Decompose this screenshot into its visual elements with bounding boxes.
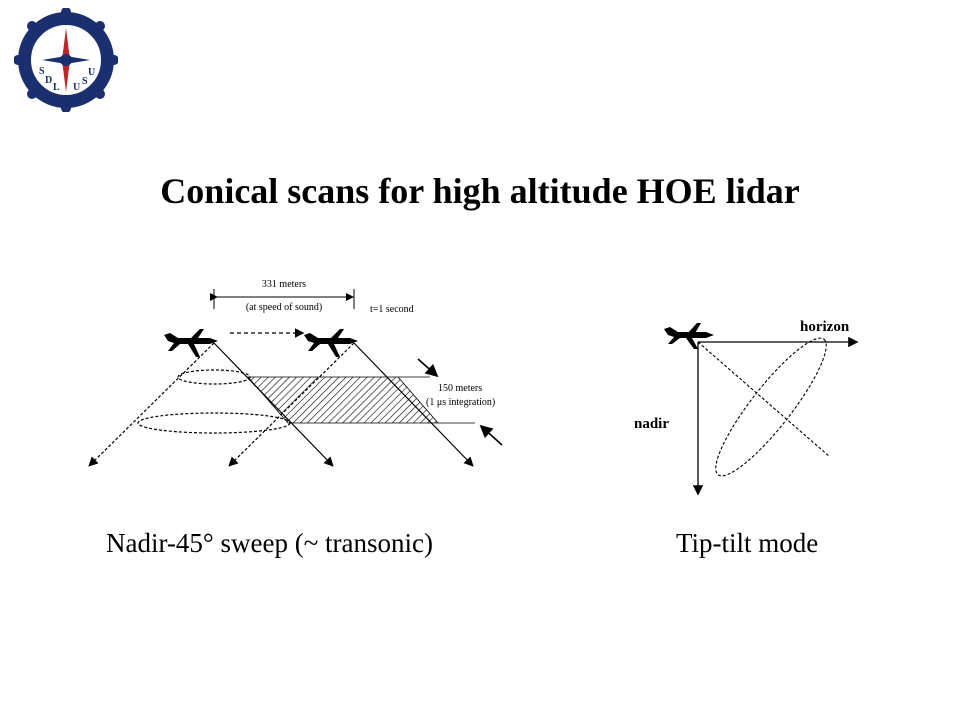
scan-ellipse [715,337,827,477]
logo-letter: S [82,76,88,87]
cone-dashed-edge [228,342,355,467]
cone-dashed-edge [88,342,215,467]
logo-letter: U [73,82,80,93]
logo-letter: S [39,66,45,77]
nadir-sweep-diagram: 331 meters (at speed of sound) t=1 secon… [88,279,503,467]
cone-solid-edge [213,342,334,467]
aircraft-icon [164,329,218,357]
scan-ellipse [137,412,291,434]
time-label: t=1 second [370,304,414,315]
cone-solid-edge [353,342,474,467]
distance-sublabel: (at speed of sound) [246,302,322,313]
logo-compass-icon [42,28,90,92]
logo-letter: D [45,75,52,86]
logo-letter: L [53,82,60,93]
aircraft-icon [304,329,358,357]
horizon-label: horizon [800,319,850,335]
tip-tilt-diagram: horizon nadir [634,319,859,496]
scan-ellipse [177,369,251,385]
integration-arrow-top [417,358,439,378]
sdl-usu-logo: S D L U S U [14,8,118,112]
integration-sublabel: (1 μs integration) [426,397,495,408]
aircraft-icon [664,323,714,349]
scan-diagonal [697,341,831,458]
nadir-label: nadir [634,416,669,432]
caption-tip-tilt: Tip-tilt mode [676,528,819,558]
distance-label: 331 meters [262,279,306,290]
integration-label: 150 meters [438,383,482,394]
caption-nadir-sweep: Nadir-45° sweep (~ transonic) [106,528,434,558]
logo-letter: U [88,67,95,78]
integration-arrow-bottom [479,424,503,446]
page-title: Conical scans for high altitude HOE lida… [160,171,800,211]
